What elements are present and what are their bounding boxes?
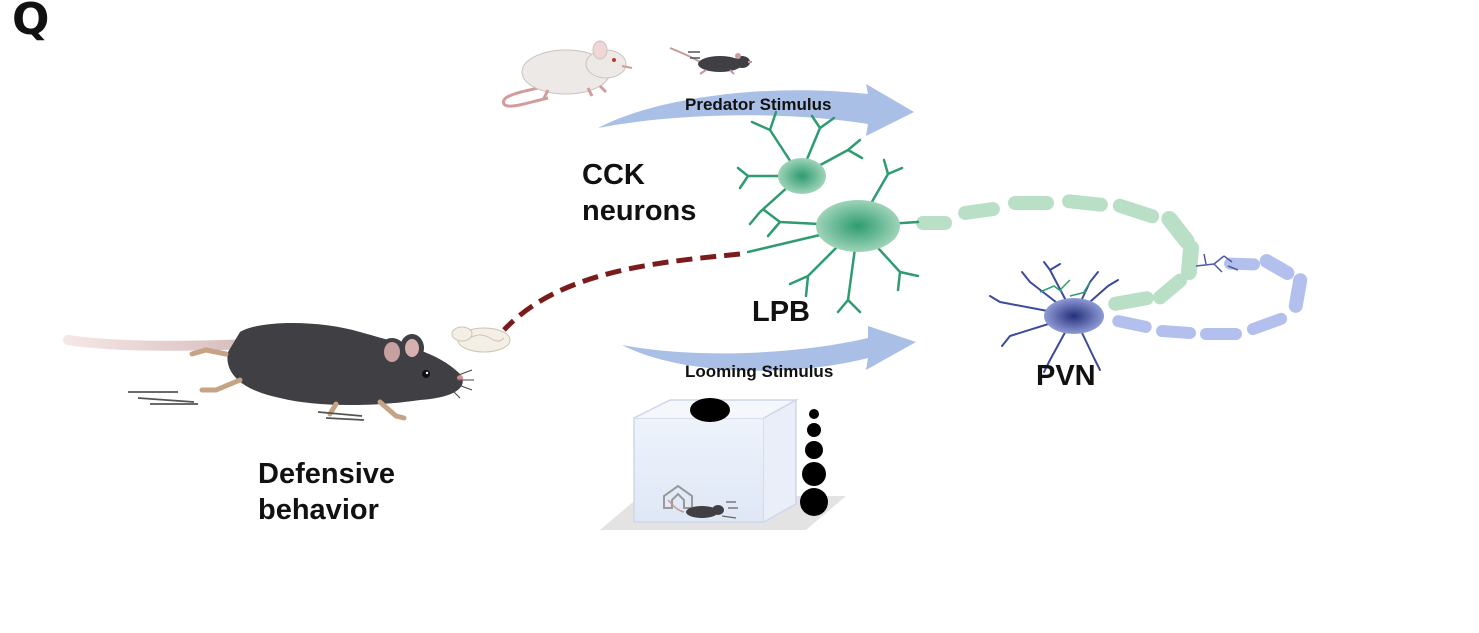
predator-arrow xyxy=(598,84,914,136)
lpb-label: LPB xyxy=(752,296,810,328)
pvn-axon xyxy=(1112,254,1308,340)
rat-illustration xyxy=(502,40,633,108)
dashed-projection xyxy=(502,251,741,332)
defensive-label-line1: Defensive xyxy=(258,458,396,490)
pvn-label: PVN xyxy=(1036,360,1096,392)
pvn-terminal xyxy=(1195,253,1239,273)
defensive-label-line2: behavior xyxy=(258,494,379,526)
cck-soma-small xyxy=(778,158,826,194)
looming-stimulus-label: Looming Stimulus xyxy=(685,362,834,381)
predator-stimulus-label: Predator Stimulus xyxy=(685,95,832,114)
mouse-brain xyxy=(451,326,511,353)
looming-apparatus xyxy=(600,398,846,530)
looming-arrow xyxy=(622,326,916,371)
pvn-soma xyxy=(1044,298,1104,334)
cck-label-line2: neurons xyxy=(582,195,697,227)
cck-axon xyxy=(916,194,1200,311)
running-mouse xyxy=(63,323,474,421)
panel-letter: Q xyxy=(12,0,50,45)
small-mouse-top xyxy=(669,47,752,75)
cck-label-line1: CCK xyxy=(582,159,645,191)
cck-soma-large xyxy=(816,200,900,252)
